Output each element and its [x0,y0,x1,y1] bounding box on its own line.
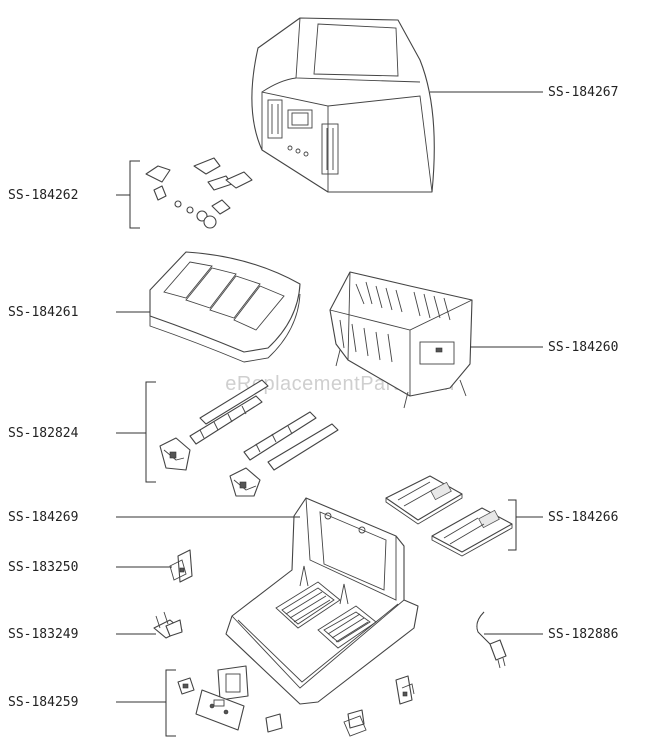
part-knobs [145,157,253,229]
part-base [225,497,419,705]
label-ss-184267: SS-184267 [548,85,618,100]
label-ss-183249: SS-183249 [8,627,78,642]
label-ss-184259: SS-184259 [8,695,78,710]
label-ss-183250: SS-183250 [8,560,78,575]
part-lid [149,251,301,363]
bracket-182824 [145,381,156,483]
part-power-cord [476,611,507,669]
part-lever-bracket [153,611,183,639]
bracket-184262 [129,160,140,229]
label-ss-182886: SS-182886 [548,627,618,642]
part-switch-bracket [169,549,193,583]
label-ss-184269: SS-184269 [8,510,78,525]
part-chassis [329,271,473,409]
label-ss-184266: SS-184266 [548,510,618,525]
label-ss-182824: SS-182824 [8,426,79,441]
label-ss-184260: SS-184260 [548,340,618,355]
bracket-184259 [165,669,176,737]
label-ss-184262: SS-184262 [8,188,78,203]
part-housing [251,17,435,193]
part-carriages [159,379,339,497]
bracket-184266 [508,499,517,551]
part-electronics [177,665,415,737]
part-crumb-trays [385,475,513,557]
label-ss-184261: SS-184261 [8,305,78,320]
